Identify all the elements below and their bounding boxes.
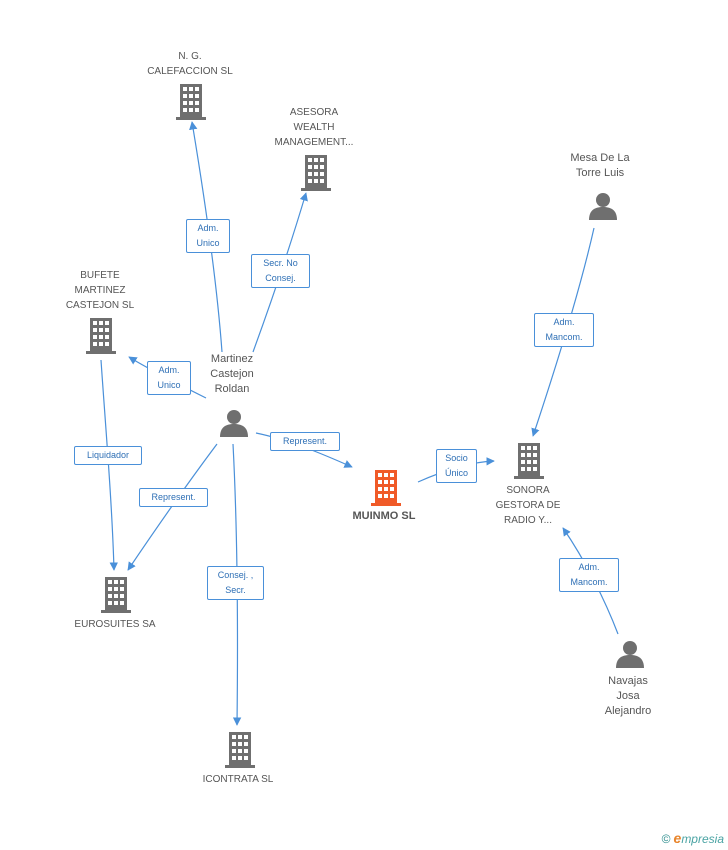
edge-label-line: Consej. ,	[217, 570, 254, 580]
node-label-line: MARTINEZ	[74, 285, 126, 296]
building-icon	[301, 155, 331, 191]
node-label-line: EUROSUITES SA	[74, 619, 156, 630]
person-icon	[220, 410, 248, 437]
person-icon	[589, 193, 617, 220]
node-label-line: MANAGEMENT...	[274, 137, 354, 148]
node-label-ng-calefaccion[interactable]: N. G. CALEFACCION SL	[130, 49, 250, 79]
node-label-line: Josa	[616, 690, 640, 702]
building-icon	[225, 732, 255, 768]
node-label-icontrata[interactable]: ICONTRATA SL	[178, 772, 298, 787]
edge-label-line: Único	[444, 468, 468, 478]
edge-label-line: Represent.	[151, 492, 196, 502]
edge-bufete-to-eurosuites	[100, 359, 118, 571]
edge-label-line: Unico	[196, 238, 220, 248]
node-label-line: CALEFACCION SL	[147, 66, 233, 77]
edge-label-secr-no-consej[interactable]: Secr. No Consej.	[251, 254, 310, 288]
node-label-line: GESTORA DE	[495, 500, 561, 511]
node-label-asesora-wealth[interactable]: ASESORA WEALTH MANAGEMENT...	[254, 105, 374, 150]
node-label-line: Castejon	[210, 368, 254, 380]
copyright-symbol: ©	[661, 832, 671, 846]
node-label-mesa-de-la-torre[interactable]: Mesa De La Torre Luis	[550, 151, 650, 181]
building-icon	[86, 318, 116, 354]
node-label-line: WEALTH	[293, 122, 335, 133]
edge-label-line: Mancom.	[570, 577, 608, 587]
node-label-line: Roldan	[214, 383, 250, 395]
building-icon[interactable]	[371, 470, 401, 506]
node-label-line: Mesa De La	[570, 152, 630, 164]
empresia-logo[interactable]: ©empresia	[662, 830, 724, 846]
node-label-line: ICONTRATA SL	[202, 774, 274, 785]
node-label-line: ASESORA	[289, 107, 339, 118]
edge-label-adm-unico[interactable]: Adm. Unico	[186, 219, 230, 253]
edge-label-line: Secr.	[225, 585, 246, 595]
node-icons	[86, 84, 644, 768]
node-label-line: CASTEJON SL	[65, 300, 135, 311]
node-label-line: Alejandro	[604, 705, 652, 717]
edge-label-line: Consej.	[265, 273, 296, 283]
edge-label-adm-unico[interactable]: Adm. Unico	[147, 361, 191, 395]
edge-label-represent[interactable]: Represent.	[270, 432, 340, 451]
edge-label-line: Mancom.	[545, 332, 583, 342]
edge-label-adm-mancom[interactable]: Adm. Mancom.	[559, 558, 619, 592]
node-label-line: Navajas	[608, 675, 648, 687]
building-icon	[101, 577, 131, 613]
node-label-line: BUFETE	[80, 270, 120, 281]
edge-label-line: Liquidador	[86, 450, 130, 460]
brand-name: mpresia	[681, 832, 724, 846]
edge-label-line: Adm.	[578, 562, 600, 572]
node-label-muinmo[interactable]: MUINMO SL	[334, 509, 434, 524]
node-label-eurosuites[interactable]: EUROSUITES SA	[55, 617, 175, 632]
node-label-line: MUINMO SL	[352, 510, 416, 522]
node-label-line: RADIO Y...	[504, 515, 552, 526]
edge-label-represent[interactable]: Represent.	[139, 488, 208, 507]
edge-label-line: Adm.	[553, 317, 575, 327]
building-icon	[176, 84, 206, 120]
edge-label-line: Secr. No	[263, 258, 298, 268]
building-icon	[514, 443, 544, 479]
node-label-line: SONORA	[506, 485, 550, 496]
node-label-line: Martinez	[210, 353, 254, 365]
edge-label-adm-mancom[interactable]: Adm. Mancom.	[534, 313, 594, 347]
edge-label-line: Unico	[157, 380, 181, 390]
edge-label-liquidador[interactable]: Liquidador	[74, 446, 142, 465]
edge-label-line: Socio	[445, 453, 468, 463]
node-label-sonora-gestora[interactable]: SONORA GESTORA DE RADIO Y...	[468, 483, 588, 528]
edge-label-line: Adm.	[158, 365, 180, 375]
brand-initial: e	[673, 830, 682, 846]
node-label-line: Torre Luis	[575, 167, 625, 179]
edge-label-line: Represent.	[282, 436, 328, 446]
edges	[100, 121, 619, 726]
person-icon	[616, 641, 644, 668]
edge-label-consej-secr[interactable]: Consej. , Secr.	[207, 566, 264, 600]
node-label-line: N. G.	[178, 51, 202, 62]
edge-label-line: Adm.	[197, 223, 219, 233]
node-label-bufete-martinez[interactable]: BUFETE MARTINEZ CASTEJON SL	[40, 268, 160, 313]
